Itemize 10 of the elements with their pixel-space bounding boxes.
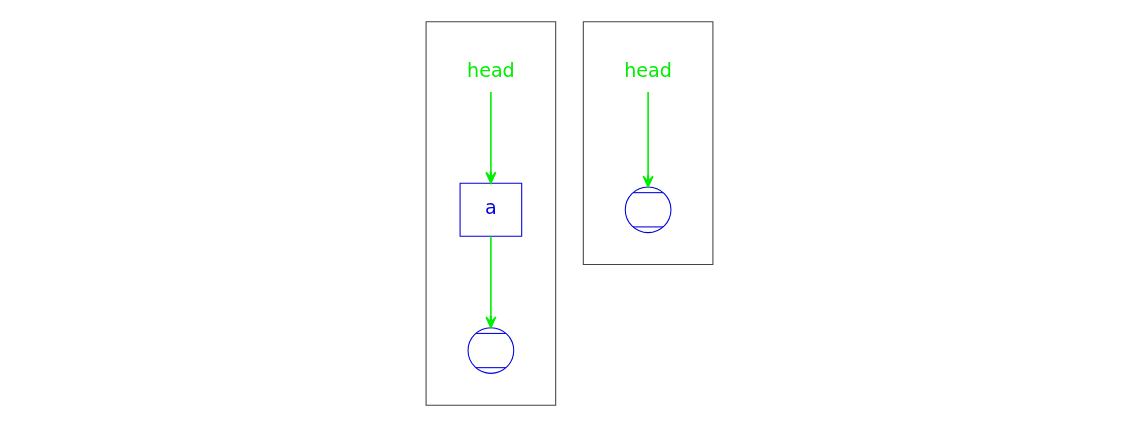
node-text: head: [466, 58, 515, 82]
arrow: [484, 90, 496, 184]
node-box: a: [459, 182, 522, 237]
arrow: [642, 90, 654, 188]
node-circle: [467, 326, 514, 374]
cluster: [425, 20, 556, 406]
node-text: head: [623, 58, 672, 82]
node-circle: [624, 185, 671, 233]
cluster: [582, 20, 713, 265]
arrow: [484, 235, 496, 328]
